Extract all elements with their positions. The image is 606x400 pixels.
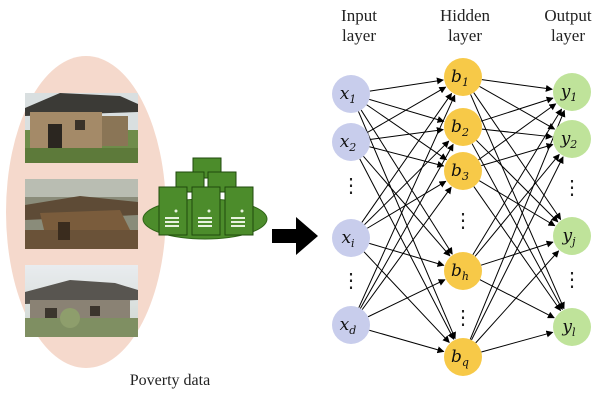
poverty-data-caption: Poverty data [129, 372, 211, 389]
connection-edge [364, 140, 450, 225]
collapsed-roof-house-photo [25, 179, 138, 249]
connection-edge [369, 98, 445, 123]
connection-edge [471, 143, 563, 311]
connection-edge [474, 153, 560, 257]
hidden-node [444, 108, 482, 146]
output-layer-header-line2: layer [551, 26, 585, 45]
flow-arrow-icon [272, 217, 318, 255]
output-node [553, 120, 591, 158]
connection-edge [469, 109, 566, 340]
input-layer-header: Input layer [322, 6, 396, 46]
connection-edge [369, 127, 444, 140]
server-stack-icon [142, 157, 268, 240]
input-ellipsis: ⋮ [341, 268, 361, 292]
output-node [553, 73, 591, 111]
connection-edge [361, 186, 452, 310]
network-edges [357, 77, 566, 354]
connection-edge [481, 128, 553, 140]
connection-edge [481, 143, 554, 167]
output-node [553, 217, 591, 255]
old-mud-house-photo [25, 93, 138, 163]
connection-edge [480, 96, 554, 122]
hidden-layer-header-line1: Hidden [439, 6, 491, 25]
connection-edge [369, 77, 444, 92]
input-node [332, 306, 370, 344]
connection-edge [366, 104, 448, 161]
connection-edge [472, 108, 563, 256]
input-layer-header-line2: layer [342, 26, 376, 45]
hidden-layer-header: Hidden layer [425, 6, 505, 46]
input-node [332, 123, 370, 161]
connection-edge [479, 85, 556, 130]
hidden-node [444, 58, 482, 96]
connection-edge [359, 143, 454, 309]
output-ellipsis: ⋮ [562, 175, 582, 199]
connection-edge [481, 330, 554, 353]
connection-edge [361, 92, 452, 223]
connection-edge [470, 94, 565, 310]
stone-house-photo [25, 265, 138, 337]
input-ellipsis: ⋮ [341, 173, 361, 197]
hidden-node [444, 252, 482, 290]
connection-edge [478, 103, 557, 161]
connection-edge [475, 250, 560, 344]
connection-edge [363, 156, 451, 257]
input-node [332, 75, 370, 113]
connection-edge [367, 279, 446, 318]
connection-edge [369, 146, 445, 168]
connection-edge [471, 156, 564, 341]
connection-edge [358, 94, 456, 308]
input-node [332, 219, 370, 257]
hidden-ellipsis: ⋮ [453, 208, 473, 232]
connection-edge [473, 92, 562, 221]
hidden-node [444, 338, 482, 376]
hidden-ellipsis: ⋮ [453, 305, 473, 329]
connection-edge [367, 180, 447, 229]
input-layer-header-line1: Input [341, 6, 377, 25]
connection-edge [367, 86, 447, 133]
output-layer-header-line1: Output [544, 6, 592, 25]
hidden-node [444, 152, 482, 190]
output-node [553, 308, 591, 346]
connection-edge [481, 79, 553, 92]
connection-edge [369, 242, 445, 267]
hidden-layer-header-line2: layer [448, 26, 482, 45]
connection-edge [363, 251, 450, 343]
connection-edge [369, 329, 445, 354]
output-layer-header: Output layer [530, 6, 606, 46]
connection-edge [357, 111, 456, 340]
connection-edge [480, 240, 554, 266]
connection-edge [479, 180, 556, 227]
output-ellipsis: ⋮ [562, 267, 582, 291]
poverty-data-panel [6, 56, 166, 368]
